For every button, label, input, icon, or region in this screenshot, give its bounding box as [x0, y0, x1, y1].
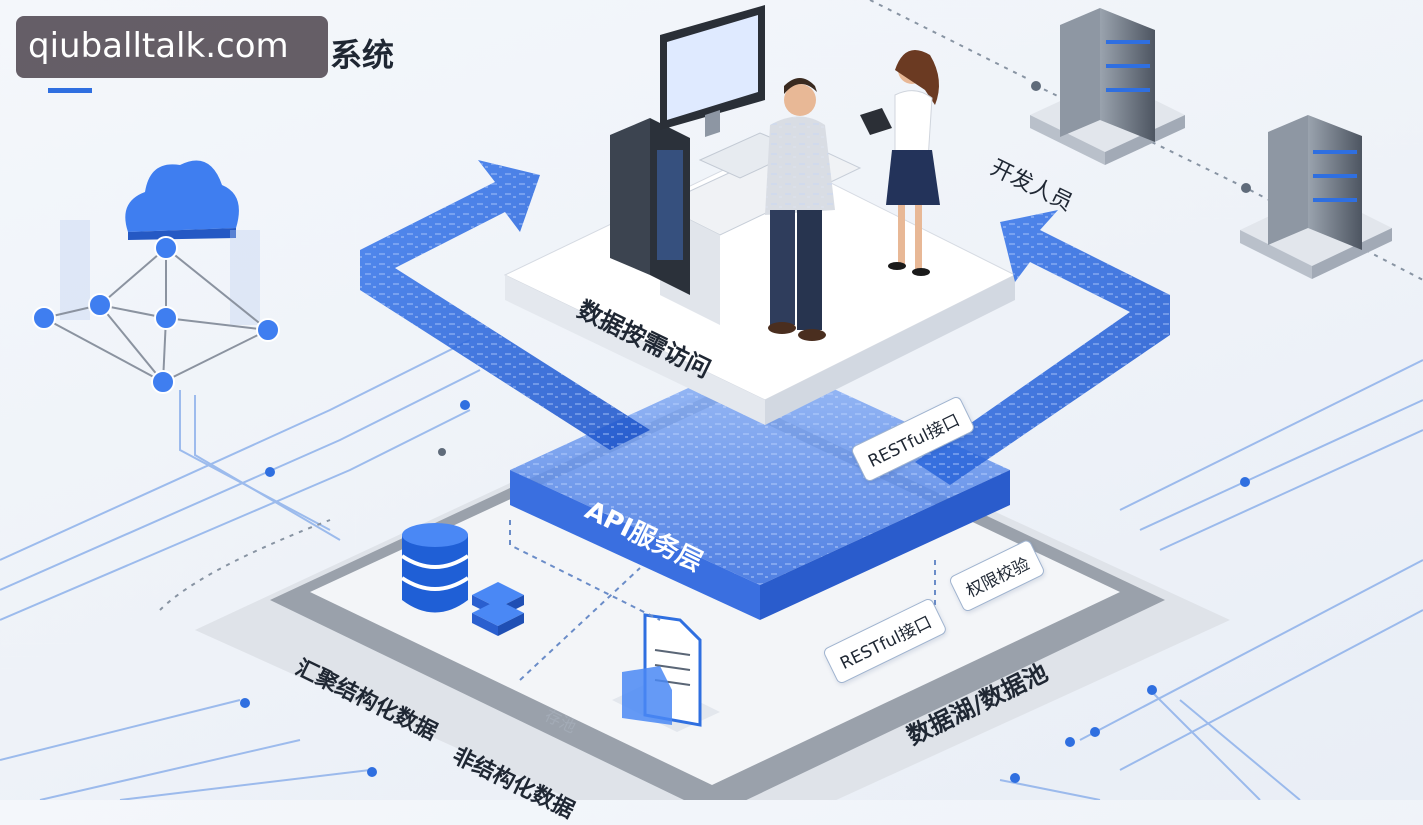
page-title: 系统	[330, 36, 395, 74]
top-platform	[503, 149, 1017, 425]
developer-woman	[860, 50, 940, 276]
flow-arrow-left	[360, 160, 650, 450]
circuit-nodes	[240, 400, 1250, 783]
circuit-lines	[0, 339, 1423, 800]
title-accent-bar	[48, 88, 92, 93]
server-rack-icon	[1240, 115, 1392, 279]
document-icon	[612, 613, 720, 732]
server-rack-icon	[1030, 8, 1185, 165]
base-dashed-flow	[509, 520, 936, 681]
stack-layers-icon	[472, 582, 524, 636]
cloud-icon	[125, 160, 239, 240]
api-layer-slab	[510, 355, 1010, 620]
watermark-box	[16, 16, 328, 78]
database-icon	[400, 523, 470, 613]
flow-arrow-right	[915, 210, 1170, 485]
watermark-text: qiuballtalk.com	[28, 26, 289, 66]
isometric-diagram	[0, 0, 1423, 800]
developer-man	[765, 78, 835, 341]
network-graph-icon	[32, 220, 280, 394]
